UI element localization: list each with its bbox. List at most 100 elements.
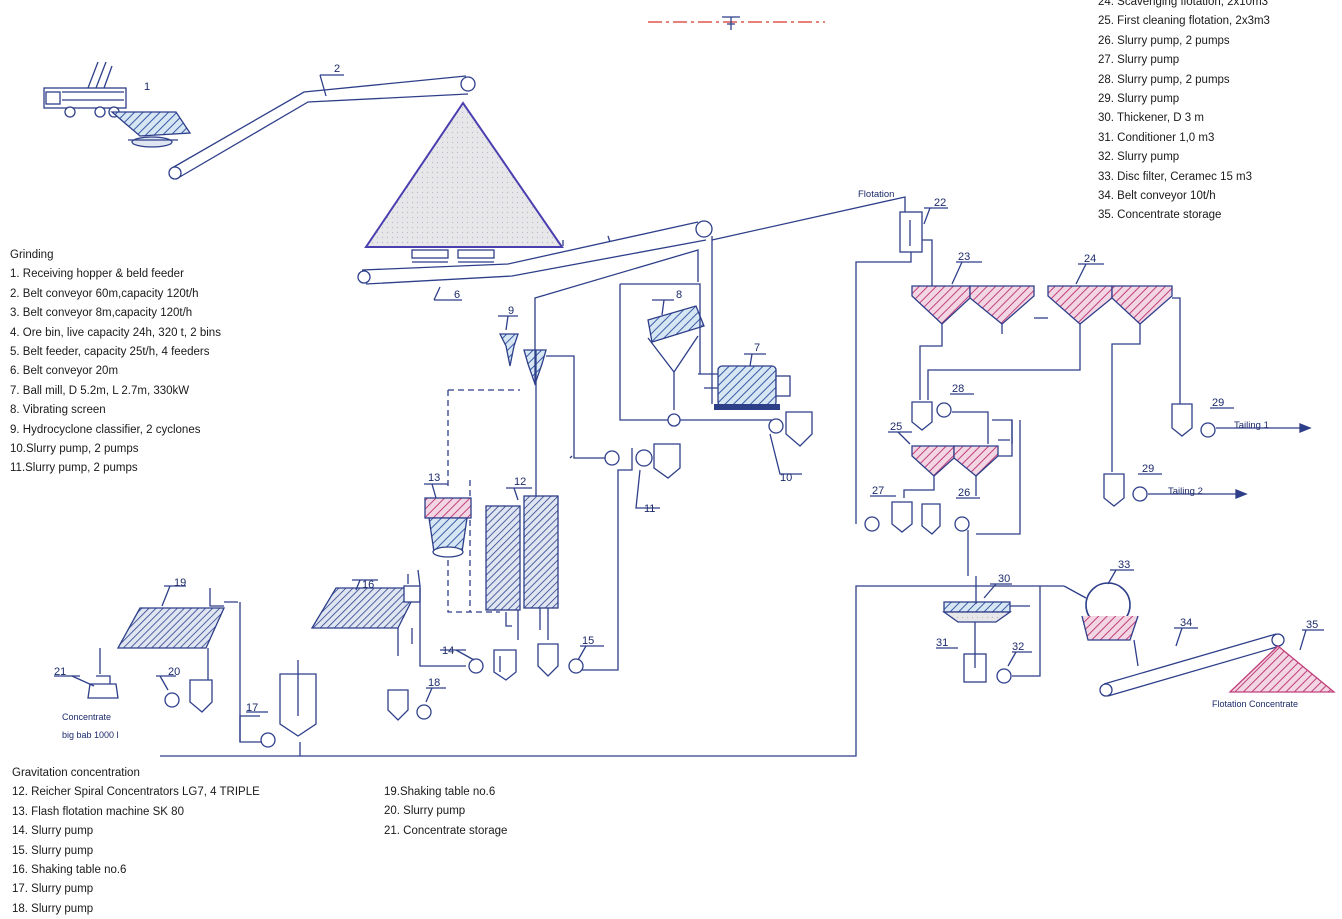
legend-flotation: 24. Scavenging flotation, 2x10m3 25. Fir… [1098,0,1270,226]
label-29b: 29 [1142,463,1154,475]
hydrocyclone [498,315,610,459]
label-8: 8 [676,289,682,301]
label-14: 14 [442,645,454,657]
legend-heading: Gravitation concentration [12,767,140,779]
legend-item: 5. Belt feeder, capacity 25t/h, 4 feeder… [10,346,210,359]
label-12: 12 [514,476,526,488]
legend-item: 35. Concentrate storage [1098,209,1222,222]
legend-gravitation: Gravitation concentration 12. Reicher Sp… [12,764,260,919]
first-cleaning-flotation [888,431,999,477]
legend-item: 24. Scavenging flotation, 2x10m3 [1098,0,1269,8]
legend-item: 30. Thickener, D 3 m [1098,112,1204,125]
label-16: 16 [362,579,374,591]
legend-item: 28. Slurry pump, 2 pumps [1098,73,1230,86]
big-bag-label: big bab 1000 l [62,730,119,740]
shaking-table-19 [99,585,226,686]
legend-item: 25. First cleaning flotation, 2x3m3 [1098,15,1270,28]
legend-grinding: Grinding 1. Receiving hopper & beld feed… [10,246,221,479]
label-7: 7 [754,342,760,354]
legend-item: 9. Hydrocyclone classifier, 2 cyclones [10,423,201,436]
slurry-pump-29-tailing-1 [1171,403,1312,438]
legend-item: 1. Receiving hopper & beld feeder [10,268,184,281]
legend-item: 26. Slurry pump, 2 pumps [1098,34,1230,47]
legend-item: 8. Vibrating screen [10,404,106,417]
legend-item: 21. Concentrate storage [384,824,508,837]
scavenger-flotation [1047,263,1173,325]
legend-item: 33. Disc filter, Ceramec 15 m3 [1098,170,1253,183]
legend-item: 17. Slurry pump [12,883,94,896]
thickener [941,576,1030,623]
conditioner-22 [899,207,948,253]
legend-item: 16. Shaking table no.6 [12,864,127,877]
legend-item: 12. Reicher Spiral Concentrators LG7, 4 … [12,786,260,799]
label-34: 34 [1180,617,1192,629]
label-26: 26 [958,487,970,499]
slurry-pump-28 [911,393,1013,444]
shaking-table-16 [310,569,421,656]
legend-item: 13. Flash flotation machine SK 80 [12,805,184,818]
slurry-pump-27 [864,495,913,533]
conditioner-31 [936,622,987,683]
label-23: 23 [958,251,970,263]
dashed-line [447,389,520,613]
label-28: 28 [952,383,964,395]
legend-item: 18. Slurry pump [12,902,94,915]
legend-item: 15. Slurry pump [12,844,94,857]
tailing-1-label: Tailing 1 [1234,420,1269,431]
legend-item: 20. Slurry pump [384,805,466,818]
slurry-pump-15 [537,643,604,677]
label-33: 33 [1118,559,1130,571]
legend-item: 2. Belt conveyor 60m,capacity 120t/h [10,287,199,300]
slurry-pump-11 [604,413,681,509]
label-18: 18 [428,677,440,689]
label-20: 20 [168,666,180,678]
label-25: 25 [890,421,902,433]
label-9: 9 [508,305,514,317]
label-13: 13 [428,472,440,484]
belt-conveyor-2 [168,74,476,180]
flash-flotation-machine [424,483,472,558]
flotation-label: Flotation [858,189,894,200]
legend-item: 27. Slurry pump [1098,54,1180,67]
slurry-pump-29-tailing-2 [1103,473,1248,507]
label-15: 15 [582,635,594,647]
label-22: 22 [934,197,946,209]
label-24: 24 [1084,253,1096,265]
slurry-pump-26 [921,420,1021,576]
slurry-pump-32 [996,586,1041,684]
slurry-pump-18 [387,687,446,721]
legend-item: 7. Ball mill, D 5.2m, L 2.7m, 330kW [10,384,190,397]
legend-heading: Grinding [10,249,54,261]
legend-item: 10.Slurry pump, 2 pumps [10,443,139,456]
slurry-pump-20 [156,675,213,713]
flotation-feed-line [711,196,912,241]
flotation-concentrate-label: Flotation Concentrate [1212,699,1298,709]
legend-item: 32. Slurry pump [1098,151,1180,164]
vibrating-screen [647,299,705,410]
label-32: 32 [1012,641,1024,653]
legend-gravitation-2: 19.Shaking table no.6 20. Slurry pump 21… [384,783,507,841]
legend-item: 34. Belt conveyor 10t/h [1098,190,1216,203]
legend-item: 29. Slurry pump [1098,93,1180,106]
ball-mill [698,353,791,410]
tailing-2-label: Tailing 2 [1168,486,1203,497]
label-30: 30 [998,573,1010,585]
label-21: 21 [54,666,66,678]
label-31: 31 [936,637,948,649]
label-11: 11 [644,503,655,515]
label-17: 17 [246,702,258,714]
disc-filter [1063,569,1139,641]
legend-item: 19.Shaking table no.6 [384,786,496,798]
label-35: 35 [1306,619,1318,631]
label-1: 1 [144,81,150,93]
legend-item: 14. Slurry pump [12,825,94,838]
label-2: 2 [334,63,340,75]
rougher-flotation [911,261,1035,325]
legend-line-symbol [648,16,825,30]
label-6: 6 [454,289,460,301]
truck-icon [43,61,127,118]
label-29a: 29 [1212,397,1224,409]
slurry-pump-10 [768,411,813,475]
label-19: 19 [174,577,186,589]
